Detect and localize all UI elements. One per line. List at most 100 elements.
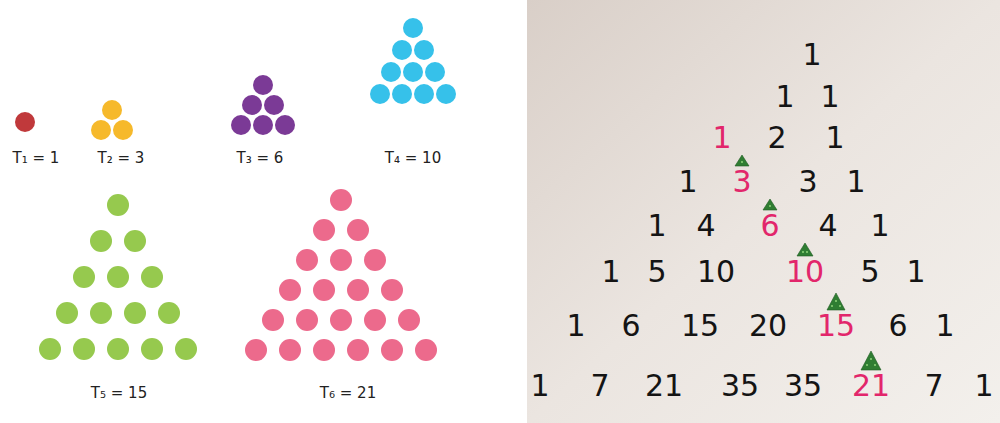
dot [347,279,369,301]
dot-figure-t2 [91,100,133,140]
pascal-number: 35 [721,371,759,401]
dot [313,219,335,241]
dot [381,339,403,361]
pascal-number: 1 [870,211,889,241]
dot [275,115,295,135]
dot-figure-t3 [231,75,295,135]
dot [231,115,251,135]
pascal-number: 4 [696,211,715,241]
dot [90,230,112,252]
pascal-number: 6 [621,311,640,341]
dot-figure-t6 [245,189,437,361]
dot-pyramid [827,293,845,310]
pascal-number: 1 [825,123,844,153]
pascal-number: 6 [760,211,779,241]
dot [56,302,78,324]
pascal-number: 7 [924,371,943,401]
dot [741,161,743,163]
dot [870,358,872,360]
pyramid-dots [741,161,876,366]
triangular-number-label: T₆ = 21 [320,386,376,401]
dot [113,120,133,140]
pascal-number: 6 [888,311,907,341]
pascal-number: 1 [678,167,697,197]
pascal-number: 15 [817,311,855,341]
dot [392,84,412,104]
triangular-number-label: T₄ = 10 [385,151,441,166]
triangular-number-label: T₃ = 6 [237,151,284,166]
pascal-number: 1 [974,371,993,401]
dot [392,40,412,60]
dot [839,305,841,307]
dot [364,249,386,271]
pascal-number: 35 [784,371,822,401]
dot [296,249,318,271]
triangular-number-label: T₁ = 1 [13,151,60,166]
dot [264,95,284,115]
pascal-number: 21 [645,371,683,401]
dot [330,249,352,271]
dot [245,339,267,361]
dot [347,219,369,241]
dot [330,309,352,331]
dot-figure-t1 [15,112,35,132]
dot [330,189,352,211]
dot [769,205,771,207]
dot [313,339,335,361]
dot [831,305,833,307]
dot [806,251,808,253]
dot [835,300,837,302]
dot-pyramid [735,155,749,166]
pascal-number: 5 [647,257,666,287]
dot [381,279,403,301]
pascal-number: 21 [852,371,890,401]
dot [73,338,95,360]
triangular-number-label: T₂ = 3 [98,151,145,166]
pascal-number: 10 [786,257,824,287]
dot [102,100,122,120]
dot [398,309,420,331]
pascal-number: 5 [860,257,879,287]
pascal-number: 20 [749,311,787,341]
dot [364,309,386,331]
pascal-number: 1 [906,257,925,287]
dot [403,62,423,82]
pascal-number: 3 [732,167,751,197]
pascal-number: 1 [530,371,549,401]
photo-background [527,0,1000,423]
dot [279,279,301,301]
pascal-number: 1 [712,123,731,153]
dot [124,302,146,324]
dot [347,339,369,361]
dot-pyramid [763,199,777,210]
dot [262,309,284,331]
dot [107,194,129,216]
dot [802,251,804,253]
dot [253,75,273,95]
triangular-number-label: T₅ = 15 [91,386,147,401]
dot [370,84,390,104]
dot [39,338,61,360]
dot [175,338,197,360]
pascal-number: 4 [818,211,837,241]
dot [866,364,868,366]
dot [279,339,301,361]
dot [381,62,401,82]
dot [124,230,146,252]
dot [425,62,445,82]
dot [414,84,434,104]
pascal-number: 1 [802,40,821,70]
pascal-number: 1 [935,311,954,341]
pascal-number: 1 [846,167,865,197]
dot [415,339,437,361]
pascal-number: 1 [820,82,839,112]
pascal-number: 1 [775,82,794,112]
dot [296,309,318,331]
dot [15,112,35,132]
dot-figure-t5 [39,194,197,360]
pascal-number: 2 [767,123,786,153]
dot-figure-t4 [370,18,456,104]
green-dot-pyramids [735,155,881,370]
dot [874,364,876,366]
